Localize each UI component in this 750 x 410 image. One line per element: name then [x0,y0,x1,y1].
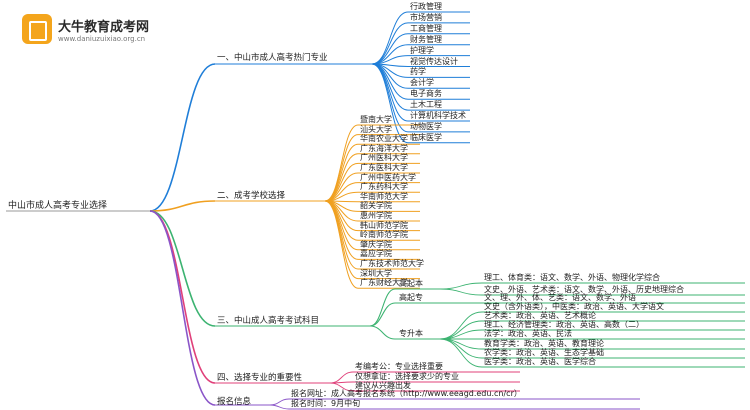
importance-item: 仅想拿证：选择要求少的专业 [355,372,459,381]
importance-item: 考编考公：专业选择重要 [355,362,443,371]
major-item: 电子商务 [410,89,442,99]
major-item: 护理学 [410,45,434,55]
school-item: 惠州学院 [360,211,392,220]
branch-importance: 四、选择专业的重要性 [217,373,303,383]
major-item: 计算机科学技术 [410,111,466,120]
importance-item: 建议从兴趣出发 [355,381,411,390]
registration-item: 报名时间：9月中旬 [291,399,361,408]
registration-item: 报名网址：成人高考报名系统（http://www.eeagd.edu.cn/cr… [291,389,522,398]
major-item: 市场营销 [410,12,442,22]
logo: 大牛教育成考网 www.daniuzuixiao.org.cn [22,14,157,48]
major-item: 工商管理 [410,23,442,33]
exam-subject-item: 医学类：政治、英语、医学综合 [484,357,596,366]
major-item: 行政管理 [410,2,442,11]
school-item: 肇庆学院 [360,239,392,249]
school-item: 韶关学院 [360,201,392,211]
school-item: 华南师范大学 [360,191,408,201]
exam-level: 高起专 [399,293,423,302]
branch-school-choice: 二、成考学校选择 [217,191,286,201]
root-node: 中山市成人高考专业选择 [8,201,108,211]
exam-subject-item: 文史（含外语类），中医类：政治、英语、大学语文 [484,302,664,311]
school-item: 汕头大学 [360,124,392,134]
major-item: 药学 [410,67,426,77]
book-icon [22,14,52,44]
major-item: 财务管理 [410,34,442,44]
exam-subject-item: 理工、经济管理类：政治、英语、高数（二） [484,320,644,329]
major-item: 土木工程 [410,100,442,110]
school-item: 嘉应学院 [360,249,392,259]
major-item: 会计学 [410,78,434,88]
exam-subject-item: 文、理、外、体、艺类：语文、数学、外语 [484,293,636,302]
exam-level: 高起本 [399,279,423,288]
school-item: 广东医科大学 [360,163,408,172]
major-item: 动物医学 [410,121,442,131]
branch-registration: 报名信息 [217,397,252,407]
major-item: 视觉传达设计 [410,56,458,66]
school-item: 广东海洋大学 [360,143,408,153]
school-item: 广州医科大学 [360,153,408,163]
school-item: 广东财经大学 [360,278,408,288]
school-item: 韩山师范学院 [360,220,408,230]
school-item: 深圳大学 [360,268,392,278]
school-item: 广州中医药大学 [360,172,416,182]
school-item: 暨南大学 [360,115,392,124]
exam-level: 专升本 [399,329,423,338]
exam-subject-item: 文史、外语、艺术类：语文、数学、外语、历史地理综合 [484,285,684,294]
exam-subject-item: 法学：政治、英语、民法 [484,329,572,338]
branch-exam-subjects: 三、中山成人高考考试科目 [217,316,320,326]
logo-title: 大牛教育成考网 [58,20,150,35]
school-item: 华南农业大学 [360,134,408,144]
branch-hot-majors: 一、中山市成人高考热门专业 [217,53,328,63]
exam-subject-item: 教育学类：政治、英语、教育理论 [484,339,604,348]
school-item: 岭南师范学院 [360,230,408,240]
exam-subject-item: 理工、体育类：语文、数学、外语、物理化学综合 [484,273,660,282]
school-item: 广东技术师范大学 [360,259,424,268]
logo-url: www.daniuzuixiao.org.cn [58,35,146,43]
school-item: 广东药科大学 [360,182,408,192]
exam-subject-item: 艺术类：政治、英语、艺术概论 [484,311,596,320]
major-item: 临床医学 [410,132,442,142]
exam-subject-item: 农学类：政治、英语、生态学基础 [484,348,604,357]
